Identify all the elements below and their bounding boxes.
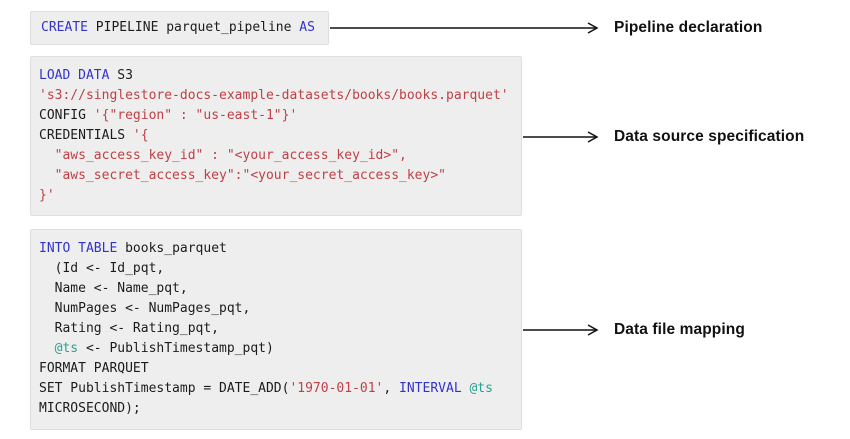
code-segment-plain: MICROSECOND);: [39, 401, 141, 416]
code-segment-plain: PIPELINE parquet_pipeline: [87, 20, 300, 35]
code-segment-plain: FORMAT PARQUET: [39, 361, 149, 376]
code-segment-plain: S3: [109, 68, 133, 83]
code-segment-string: "aws_access_key_id" : "<your_access_key_…: [39, 148, 407, 163]
code-segment-plain: SET PublishTimestamp = DATE_ADD(: [39, 381, 290, 396]
arrow-data-source-specification: [523, 131, 599, 143]
code-block-data-file-mapping: INTO TABLE books_parquet (Id <- Id_pqt, …: [30, 229, 522, 430]
code-line: "aws_secret_access_key":"<your_secret_ac…: [39, 166, 513, 186]
code-line: }': [39, 186, 513, 206]
code-line: @ts <- PublishTimestamp_pqt): [39, 339, 513, 359]
code-line: LOAD DATA S3: [39, 66, 513, 86]
code-segment-plain: CREDENTIALS: [39, 128, 133, 143]
code-segment-plain: ,: [383, 381, 400, 396]
code-segment-plain: Rating <- Rating_pqt,: [39, 321, 220, 336]
code-segment-variable: @ts: [54, 341, 79, 356]
code-segment-plain: books_parquet: [117, 241, 227, 256]
code-line: CREDENTIALS '{: [39, 126, 513, 146]
code-segment-plain: <- PublishTimestamp_pqt): [78, 341, 274, 356]
code-segment-string: '1970-01-01': [289, 381, 384, 396]
code-segment-plain: [39, 341, 55, 356]
code-line: NumPages <- NumPages_pqt,: [39, 299, 513, 319]
code-segment-plain: CONFIG: [39, 108, 94, 123]
code-content: LOAD DATA S3 's3://singlestore-docs-examp…: [39, 66, 513, 206]
code-line: "aws_access_key_id" : "<your_access_key_…: [39, 146, 513, 166]
code-segment-string: '{"region" : "us-east-1"}': [93, 108, 298, 123]
code-line: (Id <- Id_pqt,: [39, 259, 513, 279]
arrow-data-file-mapping: [523, 324, 599, 336]
arrow-pipeline-declaration: [330, 22, 599, 34]
code-line: CREATE PIPELINE parquet_pipeline AS: [41, 18, 318, 38]
code-line: Name <- Name_pqt,: [39, 279, 513, 299]
code-segment-keyword: LOAD DATA: [39, 68, 110, 83]
code-line: INTO TABLE books_parquet: [39, 239, 513, 259]
label-data-source-specification: Data source specification: [614, 128, 805, 145]
code-line: CONFIG '{"region" : "us-east-1"}': [39, 106, 513, 126]
code-segment-string: "aws_secret_access_key":"<your_secret_ac…: [39, 168, 446, 183]
code-line: 's3://singlestore-docs-example-datasets/…: [39, 86, 513, 106]
code-content: CREATE PIPELINE parquet_pipeline AS: [41, 18, 318, 38]
code-segment-plain: (Id <- Id_pqt,: [39, 261, 165, 276]
code-segment-plain: NumPages <- NumPages_pqt,: [39, 301, 251, 316]
code-segment-plain: Name <- Name_pqt,: [39, 281, 188, 296]
label-pipeline-declaration: Pipeline declaration: [614, 19, 763, 36]
code-segment-keyword: CREATE: [41, 20, 88, 35]
code-block-data-source-specification: LOAD DATA S3 's3://singlestore-docs-examp…: [30, 56, 522, 216]
code-segment-string: 's3://singlestore-docs-example-datasets/…: [39, 88, 509, 103]
code-content: INTO TABLE books_parquet (Id <- Id_pqt, …: [39, 239, 513, 419]
code-line: MICROSECOND);: [39, 399, 513, 419]
code-segment-keyword: INTO TABLE: [39, 241, 118, 256]
code-segment-string: }': [39, 188, 55, 203]
code-segment-keyword: AS: [299, 20, 315, 35]
label-data-file-mapping: Data file mapping: [614, 321, 745, 338]
code-segment-string: '{: [132, 128, 149, 143]
code-line: Rating <- Rating_pqt,: [39, 319, 513, 339]
code-block-pipeline-declaration: CREATE PIPELINE parquet_pipeline AS: [30, 11, 329, 45]
code-segment-variable: @ts: [469, 381, 493, 396]
code-line: FORMAT PARQUET: [39, 359, 513, 379]
code-segment-keyword: INTERVAL: [399, 381, 462, 396]
code-line: SET PublishTimestamp = DATE_ADD('1970-01…: [39, 379, 513, 399]
